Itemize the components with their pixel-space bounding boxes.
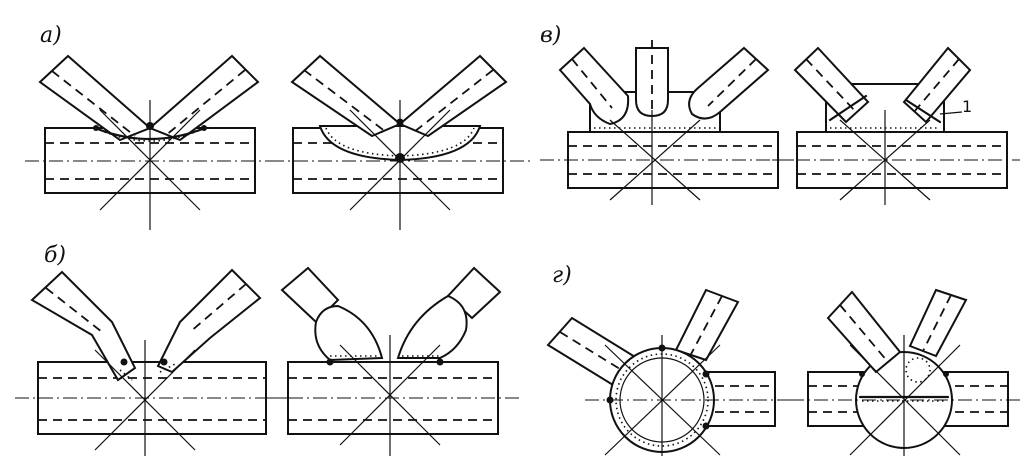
node-a-right [270,54,530,230]
panel-a: а) [25,23,530,230]
brace-pipe-right [902,46,972,124]
brace-pipe-left [558,46,630,126]
chord-pipe [37,361,267,435]
brace-pipe-flattened-right [156,268,262,374]
panel-b: б) [15,243,520,456]
brace-pipe-right [148,54,260,142]
brace-pipe-left [826,290,902,374]
brace-pipe-flattened-left [30,270,137,382]
brace-pipe-right [688,46,770,120]
node-g-right [790,288,1020,456]
label-b: б) [44,243,66,268]
brace-pipe-left [793,46,870,124]
brace-pipe-vertical [635,40,669,118]
weld-seam [859,371,865,377]
brace-pipe-left [290,54,402,138]
callout-leader [939,111,963,115]
brace-pipe-upper [674,288,740,362]
weld-seam [120,358,128,366]
brace-pipe-right [398,54,508,138]
node-v-left [540,40,800,205]
panel-v: в) [540,23,1020,205]
label-v: в) [540,23,561,48]
node-g-left [546,288,795,456]
node-b-right [265,266,520,456]
panel-g: г) [546,263,1020,456]
brace-pipe-flattened-left [280,266,384,362]
callout-1: 1 [962,97,972,116]
node-v-right: 1 [772,46,1020,205]
label-g: г) [552,263,572,288]
brace-pipe-flattened-right [396,266,502,359]
weld-seam [326,358,334,366]
node-b-left [15,268,290,456]
label-a: а) [40,23,62,48]
node-a-left [25,54,280,230]
brace-pipe-right [908,288,968,358]
